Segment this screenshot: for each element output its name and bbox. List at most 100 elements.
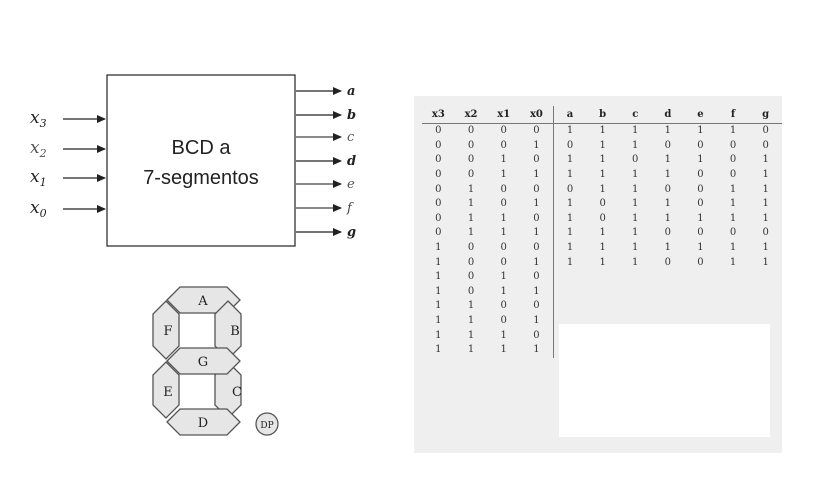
table-cell: 1 xyxy=(467,300,475,312)
table-cell: 1 xyxy=(729,256,737,268)
table-cell: 1 xyxy=(697,242,704,254)
table-cell: 1 xyxy=(467,315,475,327)
table-cell: 1 xyxy=(467,329,475,341)
truth-table-header-e: e xyxy=(684,106,717,124)
table-cell: 1 xyxy=(533,315,540,327)
table-cell: 1 xyxy=(500,285,507,297)
table-cell: 0 xyxy=(533,329,540,341)
truth-table-header-b: b xyxy=(586,106,619,124)
table-cell: 0 xyxy=(467,271,475,283)
segment-label-d: D xyxy=(198,416,208,431)
table-cell xyxy=(717,285,750,300)
table-cell xyxy=(586,285,619,300)
table-cell: 0 xyxy=(552,138,587,154)
table-cell: 1 xyxy=(762,242,769,254)
table-cell: 0 xyxy=(762,125,769,137)
table-cell: 0 xyxy=(435,139,442,151)
table-cell xyxy=(684,270,717,285)
table-cell xyxy=(619,299,652,314)
table-cell: 1 xyxy=(552,167,587,183)
table-cell: 1 xyxy=(467,344,475,356)
table-cell: 1 xyxy=(435,271,442,283)
table-cell xyxy=(552,269,587,285)
table-cell: 0 xyxy=(435,154,442,166)
table-cell xyxy=(552,299,587,314)
bcd-decoder-block xyxy=(106,74,296,247)
table-cell xyxy=(652,285,685,300)
table-cell: 1 xyxy=(533,256,540,268)
table-cell: 1 xyxy=(632,183,639,195)
table-cell: 1 xyxy=(599,242,606,254)
table-cell: 1 xyxy=(762,183,769,195)
table-cell: 1 xyxy=(500,344,507,356)
table-cell: 1 xyxy=(435,315,442,327)
table-cell xyxy=(749,285,782,300)
truth-table-header-x2: x2 xyxy=(454,106,488,124)
table-cell: 1 xyxy=(552,123,587,139)
table-cell: 1 xyxy=(632,242,639,254)
table-cell: 1 xyxy=(552,240,587,256)
table-cell xyxy=(717,299,750,314)
segment-label-b: B xyxy=(230,324,240,339)
table-cell: 0 xyxy=(599,198,606,210)
table-cell: 0 xyxy=(762,139,769,151)
segment-label-dp: DP xyxy=(260,421,273,431)
table-cell: 0 xyxy=(664,183,672,195)
table-cell: 1 xyxy=(500,329,507,341)
table-cell: 0 xyxy=(500,315,507,327)
segment-label-a: A xyxy=(197,294,208,309)
truth-table-header-x3: x3 xyxy=(422,106,455,124)
table-cell: 1 xyxy=(697,125,704,137)
truth-table-header-x1: x1 xyxy=(487,106,521,124)
table-cell: 1 xyxy=(500,227,507,239)
table-cell: 0 xyxy=(435,227,442,239)
table-cell: 1 xyxy=(632,139,639,151)
table-cell: 0 xyxy=(467,139,475,151)
table-cell: 0 xyxy=(467,125,475,137)
table-cell xyxy=(652,299,685,314)
output-label-c: c xyxy=(347,130,355,145)
table-cell xyxy=(749,270,782,285)
table-cell: 0 xyxy=(762,227,769,239)
table-cell: 0 xyxy=(500,256,507,268)
table-cell: 0 xyxy=(697,227,704,239)
table-cell: 0 xyxy=(533,183,540,195)
table-cell: 0 xyxy=(552,182,587,197)
table-cell: 0 xyxy=(467,242,475,254)
table-cell: 0 xyxy=(500,198,507,210)
table-cell: 0 xyxy=(599,212,606,224)
table-cell: 1 xyxy=(697,154,704,166)
table-cell: 0 xyxy=(467,169,475,181)
table-cell xyxy=(619,270,652,285)
table-cell: 0 xyxy=(729,139,737,151)
table-cell: 1 xyxy=(533,227,540,239)
table-cell: 0 xyxy=(435,212,442,224)
table-cell: 1 xyxy=(599,256,606,268)
table-cell: 1 xyxy=(500,154,507,166)
table-cell: 0 xyxy=(533,125,540,137)
output-label-b: b xyxy=(347,108,356,123)
table-cell: 1 xyxy=(552,211,587,227)
truth-table-header-c: c xyxy=(618,106,652,124)
table-cell: 1 xyxy=(762,154,769,166)
segment-label-f: F xyxy=(163,324,172,339)
table-cell: 1 xyxy=(664,125,672,137)
table-cell: 1 xyxy=(729,242,737,254)
table-cell: 1 xyxy=(435,256,442,268)
table-cell: 1 xyxy=(632,198,639,210)
output-label-d: d xyxy=(347,154,356,169)
table-cell: 1 xyxy=(599,183,606,195)
segment-label-e: E xyxy=(163,385,173,400)
segment-e xyxy=(152,361,180,419)
segment-d xyxy=(166,408,241,436)
table-cell: 1 xyxy=(664,242,672,254)
segment-label-g: G xyxy=(198,355,208,370)
table-cell: 0 xyxy=(533,154,540,166)
table-cell: 0 xyxy=(632,154,639,166)
table-cell: 0 xyxy=(467,154,475,166)
truth-table-header-f: f xyxy=(716,106,750,124)
